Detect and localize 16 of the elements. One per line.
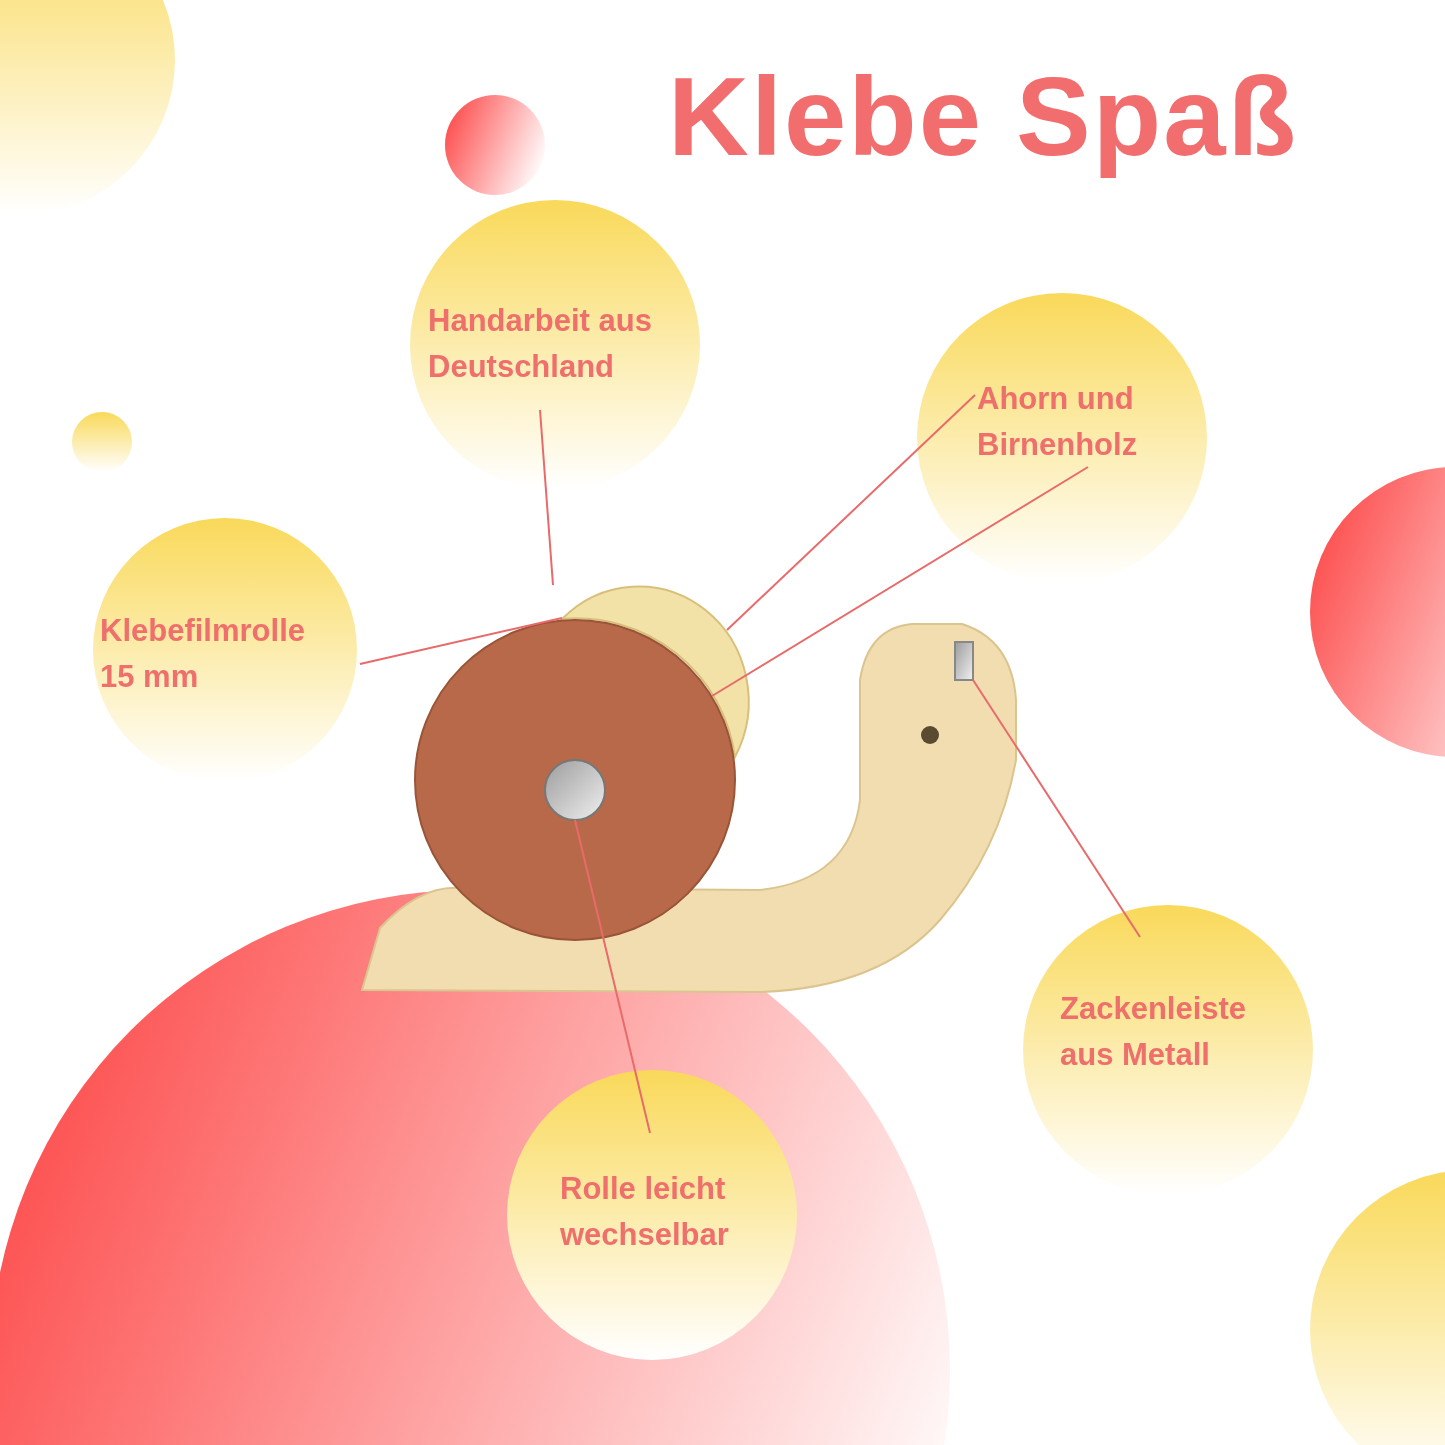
callout-text: Zackenleiste aus Metall xyxy=(1060,990,1248,1074)
leader-line xyxy=(711,466,1089,697)
callout-text: Klebefilmrolle 15 mm xyxy=(100,612,306,696)
leader-line xyxy=(972,679,1141,938)
axle-knob xyxy=(544,759,606,821)
leader-line xyxy=(726,394,976,631)
serrated-blade xyxy=(954,641,974,681)
callout-text: Handarbeit aus Deutschland xyxy=(428,302,653,386)
leader-line xyxy=(359,617,563,665)
wooden-disc xyxy=(414,619,736,941)
callout-text: Rolle leicht wechselbar xyxy=(560,1170,730,1254)
leader-line xyxy=(574,819,651,1134)
title: Klebe Spaß xyxy=(668,53,1298,181)
tape-roll xyxy=(561,585,750,758)
leader-line xyxy=(539,409,554,586)
callout-text: Ahorn und Birnenholz xyxy=(977,380,1139,464)
